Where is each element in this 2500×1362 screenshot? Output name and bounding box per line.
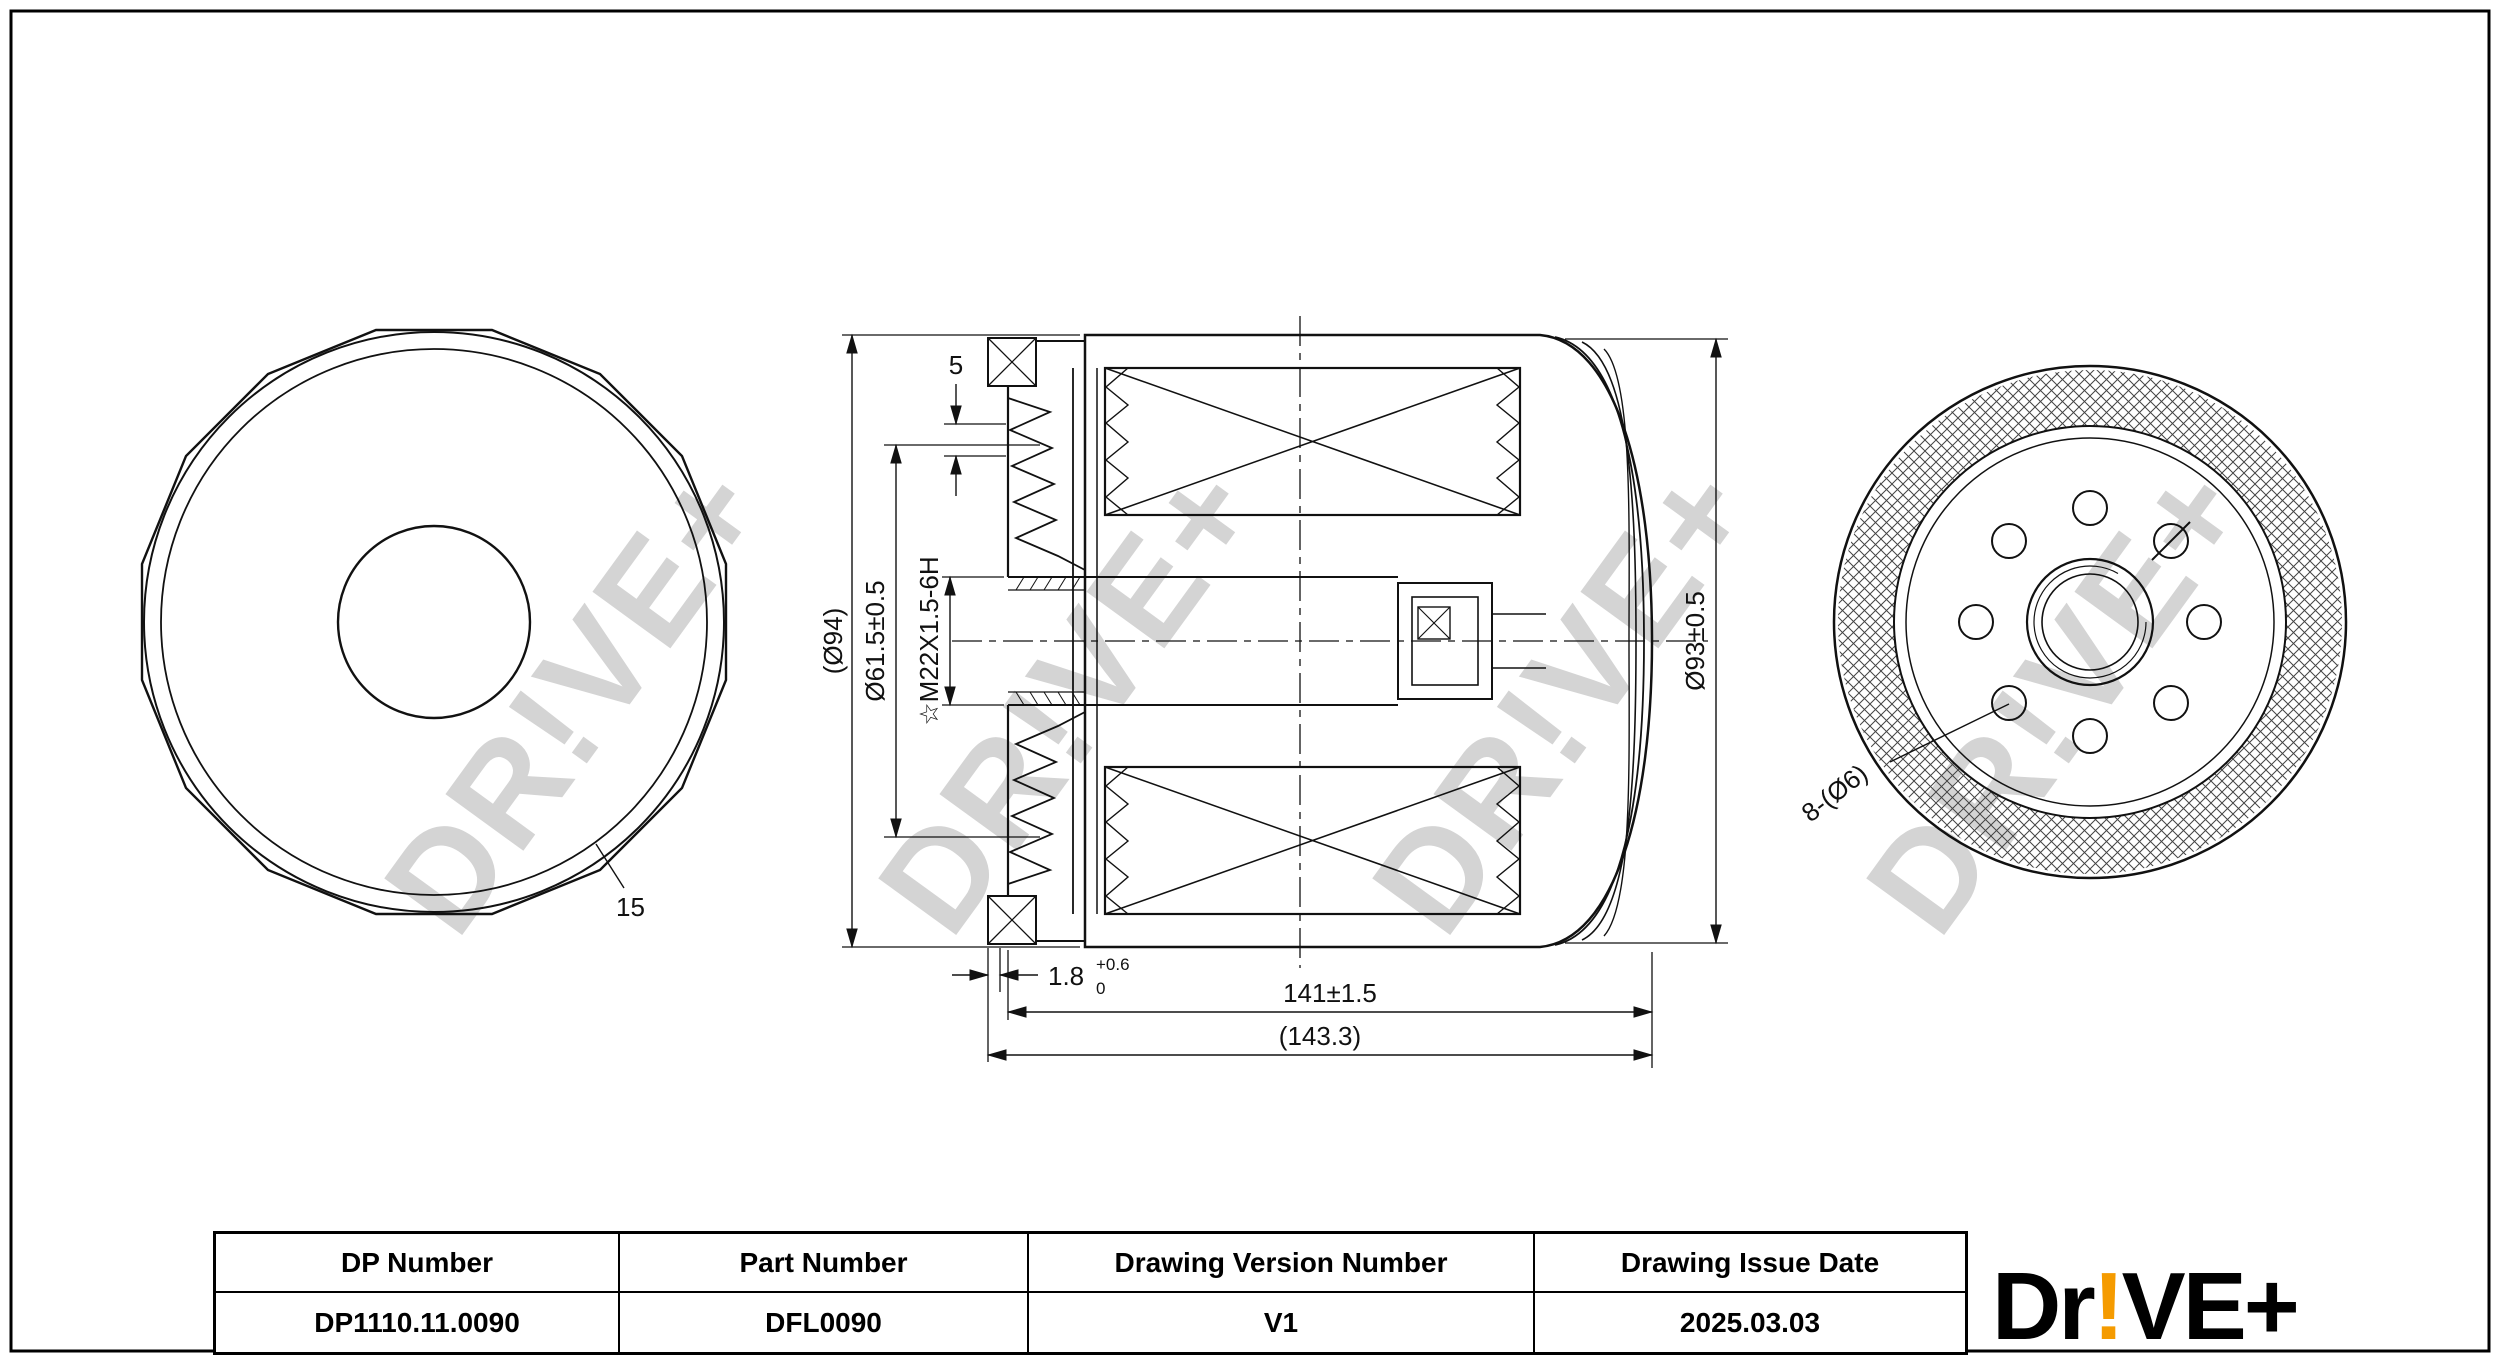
dp-number-value: DP1110.11.0090 [216,1293,620,1352]
dimension-outer-diameter: (Ø94) [818,333,1080,949]
dim-overall-length-label: (143.3) [1279,1021,1361,1051]
brand-logo-exclamation: ! [2092,1253,2125,1360]
center-thread-minor-circle [2041,573,2139,671]
filter-element-bottom [1103,765,1522,916]
gasket-hatch-ring [1838,370,2342,874]
gasket-section-top [987,337,1037,387]
center-boss-circle [2025,557,2155,687]
dimension-length: 141±1.5 [1006,950,1654,1068]
dim-gasket-thickness-label: 1.8 [1048,961,1084,991]
base-outer-circle [1832,364,2348,880]
section-view: (Ø94) Ø61.5±0.5 ☆M22X1.5-6H [818,316,1728,1068]
brand-logo: Dr!VE+ [1992,1252,2300,1362]
issue-date-header: Drawing Issue Date [1535,1234,1965,1293]
dim-gasket-tol-upper: +0.6 [1096,955,1130,974]
holes-leader-line [1889,703,2010,763]
dimension-overall-length: (143.3) [986,948,1654,1062]
can-outline [1083,333,1654,949]
brand-logo-part1: Dr [1992,1253,2096,1360]
flats-leader-line [595,843,625,889]
center-tube [1008,576,1398,706]
dimension-body-diameter: Ø93±0.5 [1565,337,1728,945]
dim-outer-diameter-label: (Ø94) [818,608,848,674]
thread-spec-label: ☆M22X1.5-6H [914,556,944,725]
dome-contour-2 [1581,341,1637,941]
center-thread-arc [2033,565,2147,679]
thread-hatch [1015,576,1081,706]
thread-inspection-mark: ☆ [914,702,944,725]
drawing-version-header: Drawing Version Number [1029,1234,1535,1293]
dim-lip-label: 5 [949,350,963,380]
hole-section-slash [2151,521,2191,561]
dim-body-diameter-label: Ø93±0.5 [1680,591,1710,691]
brand-logo-part2: VE+ [2121,1253,2300,1360]
baseplate-ribs-top [1007,397,1086,571]
dp-number-header: DP Number [216,1234,620,1293]
inlet-holes [1958,490,2222,754]
filter-element-top [1103,366,1522,517]
baseplate-edge-circle [1905,437,2275,807]
dimension-thread: ☆M22X1.5-6H [914,556,1004,726]
valve-detail [1397,582,1546,700]
cap-center-hole [336,524,532,720]
dome-contour-3 [1603,348,1630,937]
gasket-section-bottom [987,895,1037,945]
dimension-seam-diameter: Ø61.5±0.5 [860,443,1040,839]
cap-faceted-rim [140,328,728,916]
drawing-version-value: V1 [1029,1293,1535,1352]
gasket-inner-circle [1893,425,2287,819]
dim-gasket-tol-lower: 0 [1096,979,1105,998]
dim-length-label: 141±1.5 [1283,978,1377,1008]
part-number-value: DFL0090 [620,1293,1029,1352]
dim-seam-diameter-label: Ø61.5±0.5 [860,580,890,701]
dimension-gasket-thickness: 1.8 +0.6 0 [952,948,1130,998]
watermark-layer: DR!VE+ DR!VE+ DR!VE+ DR!VE+ [354,435,2278,960]
watermark-text: DR!VE+ [1342,435,1784,960]
flats-count-label: 15 [616,892,645,922]
holes-callout-label: 8-(Ø6) [1796,758,1874,828]
cap-rim-circle [143,331,725,913]
title-block: DP Number Part Number Drawing Version Nu… [213,1231,1968,1355]
cap-top-view: 15 [140,328,728,922]
base-bottom-view: 8-(Ø6) [1796,364,2348,880]
thread-spec-text: M22X1.5-6H [914,556,944,702]
part-number-header: Part Number [620,1234,1029,1293]
issue-date-value: 2025.03.03 [1679,1306,1821,1338]
cap-inner-ring [160,348,708,896]
dimension-lip-height: 5 [944,350,1006,496]
dome-contour-1 [1554,336,1645,946]
baseplate-ribs-bottom [1007,711,1086,885]
